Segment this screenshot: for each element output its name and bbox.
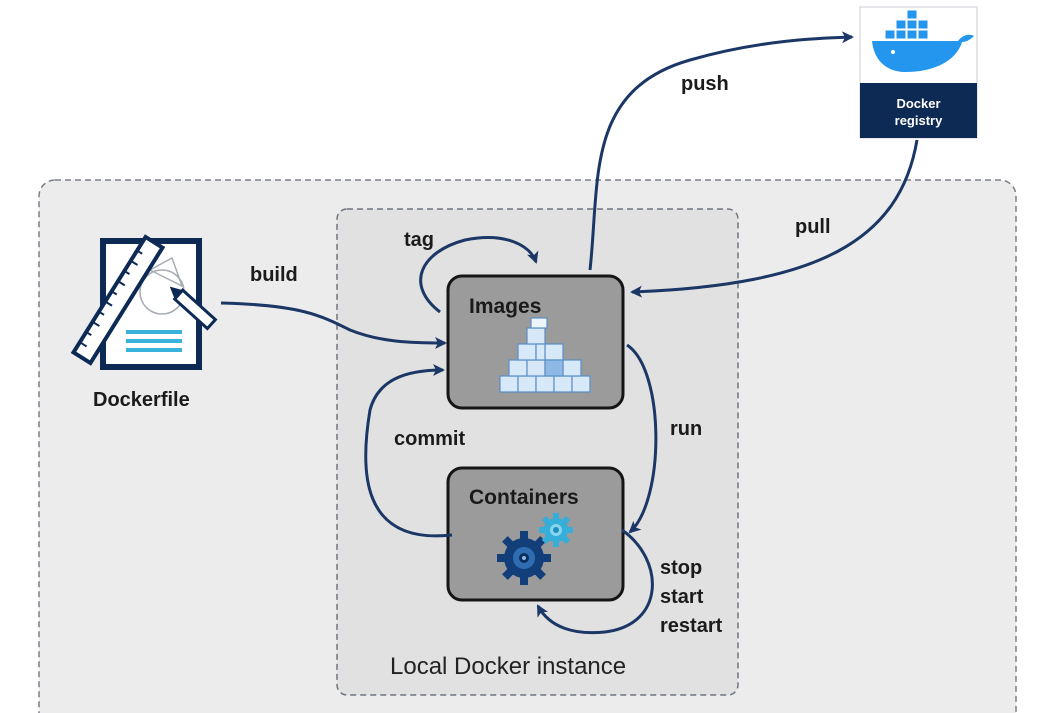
stop-start-restart-arrow xyxy=(536,528,654,635)
docker-whale-icon xyxy=(872,9,974,72)
run-label: run xyxy=(670,418,703,440)
containers-title: Containers xyxy=(469,486,579,509)
commit-label: commit xyxy=(394,428,466,450)
pull-label: pull xyxy=(795,216,831,238)
light-gear-icon xyxy=(539,513,573,547)
docker-registry-icon xyxy=(859,6,978,139)
pull-arrow xyxy=(630,139,919,298)
push-arrow xyxy=(588,31,854,271)
commit-arrow xyxy=(364,364,453,538)
run-arrow xyxy=(626,343,658,534)
local-docker-instance-area xyxy=(336,208,739,696)
dockerfile-label: Dockerfile xyxy=(93,389,190,411)
registry-label-line2: registry xyxy=(894,113,943,128)
stop-label: stop xyxy=(660,557,703,579)
images-title: Images xyxy=(469,295,542,318)
dark-gear-icon xyxy=(497,531,551,585)
local-docker-instance-label: Local Docker instance xyxy=(390,653,627,680)
push-label: push xyxy=(681,73,729,95)
restart-label: restart xyxy=(660,615,723,637)
build-label: build xyxy=(250,264,298,286)
tag-label: tag xyxy=(404,229,434,251)
tag-arrow xyxy=(419,236,539,314)
registry-label-line1: Docker xyxy=(896,96,941,111)
dockerfile-document-icon xyxy=(70,234,218,370)
build-arrow xyxy=(220,301,447,349)
gears-icon xyxy=(497,513,573,585)
start-label: start xyxy=(660,586,704,608)
image-layers-cubes-icon xyxy=(499,317,591,393)
